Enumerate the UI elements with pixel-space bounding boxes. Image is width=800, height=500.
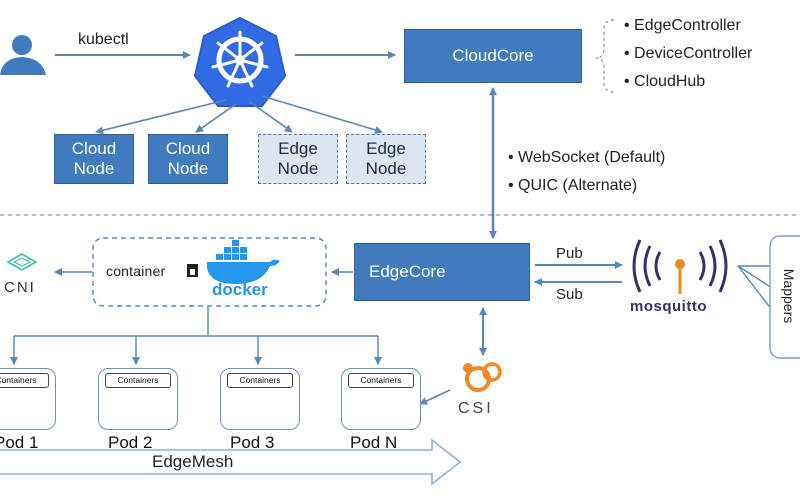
- user-icon: [0, 35, 46, 75]
- component-edgecontroller: EdgeController: [624, 12, 752, 40]
- pod-n-containers-tag: Containers: [348, 373, 414, 388]
- pod-2-box[interactable]: Containers: [98, 368, 178, 430]
- pod-n-label: Pod N: [350, 433, 398, 452]
- pod-3-box[interactable]: Containers: [220, 368, 300, 430]
- csi-to-podn-arrow: [419, 389, 451, 405]
- container-runtime-group: [92, 237, 327, 307]
- kubectl-label: kubectl: [78, 31, 129, 48]
- containerd-label: container: [106, 263, 166, 279]
- component-cloudhub: CloudHub: [624, 68, 752, 96]
- k8s-to-node3-arrow: [249, 101, 293, 133]
- docker-whale-icon: [207, 240, 280, 284]
- pod-3-containers-tag: Containers: [227, 373, 293, 388]
- components-brace: [595, 19, 615, 93]
- cni-icon: [6, 253, 38, 271]
- protocols-list: WebSocket (Default) QUIC (Alternate): [508, 144, 665, 200]
- mappers-link-3: [737, 265, 773, 311]
- mappers-link-2: [737, 265, 773, 289]
- sub-label: Sub: [556, 286, 583, 303]
- edge-node-2[interactable]: Edge Node: [346, 134, 426, 184]
- pub-label: Pub: [556, 245, 583, 262]
- mosquitto-antenna-icon: [675, 259, 685, 294]
- cloud-node-1[interactable]: Cloud Node: [54, 134, 134, 184]
- pod-1-box[interactable]: Containers: [0, 368, 56, 430]
- edgecore-box[interactable]: EdgeCore: [354, 243, 530, 301]
- protocol-websocket: WebSocket (Default): [508, 144, 665, 172]
- edge-node-1[interactable]: Edge Node: [258, 134, 338, 184]
- mappers-label: Mappers: [781, 268, 798, 324]
- cloudcore-box[interactable]: CloudCore: [404, 29, 582, 83]
- pod-2-label: Pod 2: [108, 433, 153, 452]
- protocol-quic: QUIC (Alternate): [508, 172, 665, 200]
- pod-3-label: Pod 3: [230, 433, 275, 452]
- mosquitto-icon: [632, 239, 728, 293]
- mappers-box: [769, 235, 800, 359]
- edge-node-2-line1: Edge: [366, 139, 406, 158]
- edge-node-2-line2: Node: [365, 159, 407, 178]
- kubernetes-logo-icon: [193, 16, 287, 107]
- pod-1-label: Pod 1: [0, 433, 39, 452]
- k8s-to-node1-arrow: [95, 99, 227, 135]
- k8s-to-node4-arrow: [261, 95, 383, 134]
- component-devicecontroller: DeviceController: [624, 40, 752, 68]
- csi-label: CSI: [458, 400, 494, 417]
- cloud-node-2[interactable]: Cloud Node: [148, 134, 228, 184]
- cloud-node-1-line2: Node: [73, 159, 115, 178]
- edgemesh-arrow: [0, 438, 462, 486]
- edgecore-label: EdgeCore: [369, 262, 446, 281]
- cloud-node-2-line2: Node: [167, 159, 209, 178]
- pod-n-box[interactable]: Containers: [341, 368, 421, 430]
- cloud-node-1-line1: Cloud: [71, 139, 117, 158]
- cloudcore-label: CloudCore: [452, 46, 534, 65]
- k8s-to-node2-arrow: [195, 103, 237, 133]
- pod-1-containers-tag: Containers: [0, 373, 49, 388]
- cloudcore-components-list: EdgeController DeviceController CloudHub: [624, 12, 752, 96]
- edge-node-1-line1: Edge: [278, 139, 318, 158]
- pod-2-containers-tag: Containers: [105, 373, 171, 388]
- csi-icon: [463, 362, 502, 392]
- pod-cylinders: [0, 394, 399, 423]
- edgemesh-label: EdgeMesh: [152, 452, 234, 471]
- edge-node-1-line2: Node: [277, 159, 319, 178]
- mosquitto-label: mosquitto: [630, 298, 707, 315]
- cloud-node-2-line1: Cloud: [165, 139, 211, 158]
- containerd-icon: [187, 264, 198, 277]
- docker-label: docker: [212, 280, 268, 299]
- cni-label: CNI: [4, 279, 36, 296]
